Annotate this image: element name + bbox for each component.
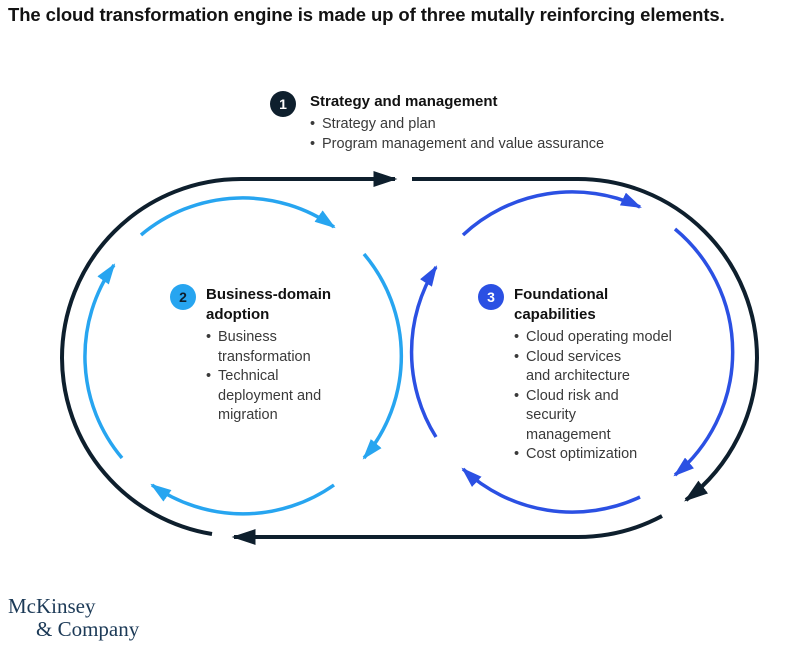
bullet-item: • Technical deployment and migration <box>206 367 356 426</box>
capabilities-circle-arc-left <box>409 265 438 438</box>
bullet-item: • Cloud services and architecture <box>514 348 689 387</box>
capabilities-circle-arc-top <box>461 190 642 237</box>
logo-line-1: McKinsey <box>8 594 96 618</box>
bullet-dot: • <box>514 329 520 345</box>
bullet-item: • Strategy and plan <box>310 115 650 135</box>
capabilities-circle-arc-bottom <box>461 467 641 514</box>
section-1-heading: Strategy and management <box>310 93 498 110</box>
bullet-dot: • <box>206 329 212 345</box>
section-1-bullets: • Strategy and plan • Program management… <box>310 115 650 154</box>
bullet-item: • Cloud risk and security management <box>514 387 689 446</box>
adoption-circle-arc-bottom <box>150 483 336 516</box>
section-2-heading: Business-domain adoption <box>206 286 332 323</box>
bullet-dot: • <box>310 135 316 152</box>
section-3-bullets: • Cloud operating model • Cloud services… <box>514 328 689 465</box>
bullet-item: • Cloud operating model <box>514 328 689 348</box>
outer-loop-segment-bottom <box>231 514 663 545</box>
step-1-badge: 1 <box>270 91 296 117</box>
section-business-domain-adoption: Business-domain adoption • Business tran… <box>206 285 356 426</box>
exhibit-title: The cloud transformation engine is made … <box>8 4 725 25</box>
bullet-item: • Program management and value assurance <box>310 135 650 155</box>
adoption-circle-arc-left <box>83 263 124 460</box>
bullet-dot: • <box>310 116 316 132</box>
bullet-dot: • <box>514 446 520 462</box>
adoption-circle-arc-top <box>139 196 336 237</box>
outer-loop-segment-left-top <box>59 171 398 536</box>
section-3-heading: Foundational capabilities <box>514 286 609 323</box>
step-2-badge: 2 <box>170 284 196 310</box>
section-foundational-capabilities: Foundational capabilities • Cloud operat… <box>514 285 689 465</box>
bullet-dot: • <box>514 348 520 365</box>
section-strategy-and-management: Strategy and management • Strategy and p… <box>310 92 650 154</box>
bullet-dot: • <box>514 387 520 404</box>
adoption-circle-arc-right <box>362 252 404 460</box>
bullet-item: • Cost optimization <box>514 445 689 465</box>
mckinsey-logo: McKinsey & Company <box>8 595 139 641</box>
step-3-badge: 3 <box>478 284 504 310</box>
section-2-bullets: • Business transformation • Technical de… <box>206 328 356 426</box>
bullet-item: • Business transformation <box>206 328 356 367</box>
logo-line-2: & Company <box>36 617 140 641</box>
capabilities-circle-arc-right <box>673 227 735 477</box>
bullet-dot: • <box>206 368 212 384</box>
outer-loop-segment-right <box>412 177 760 502</box>
